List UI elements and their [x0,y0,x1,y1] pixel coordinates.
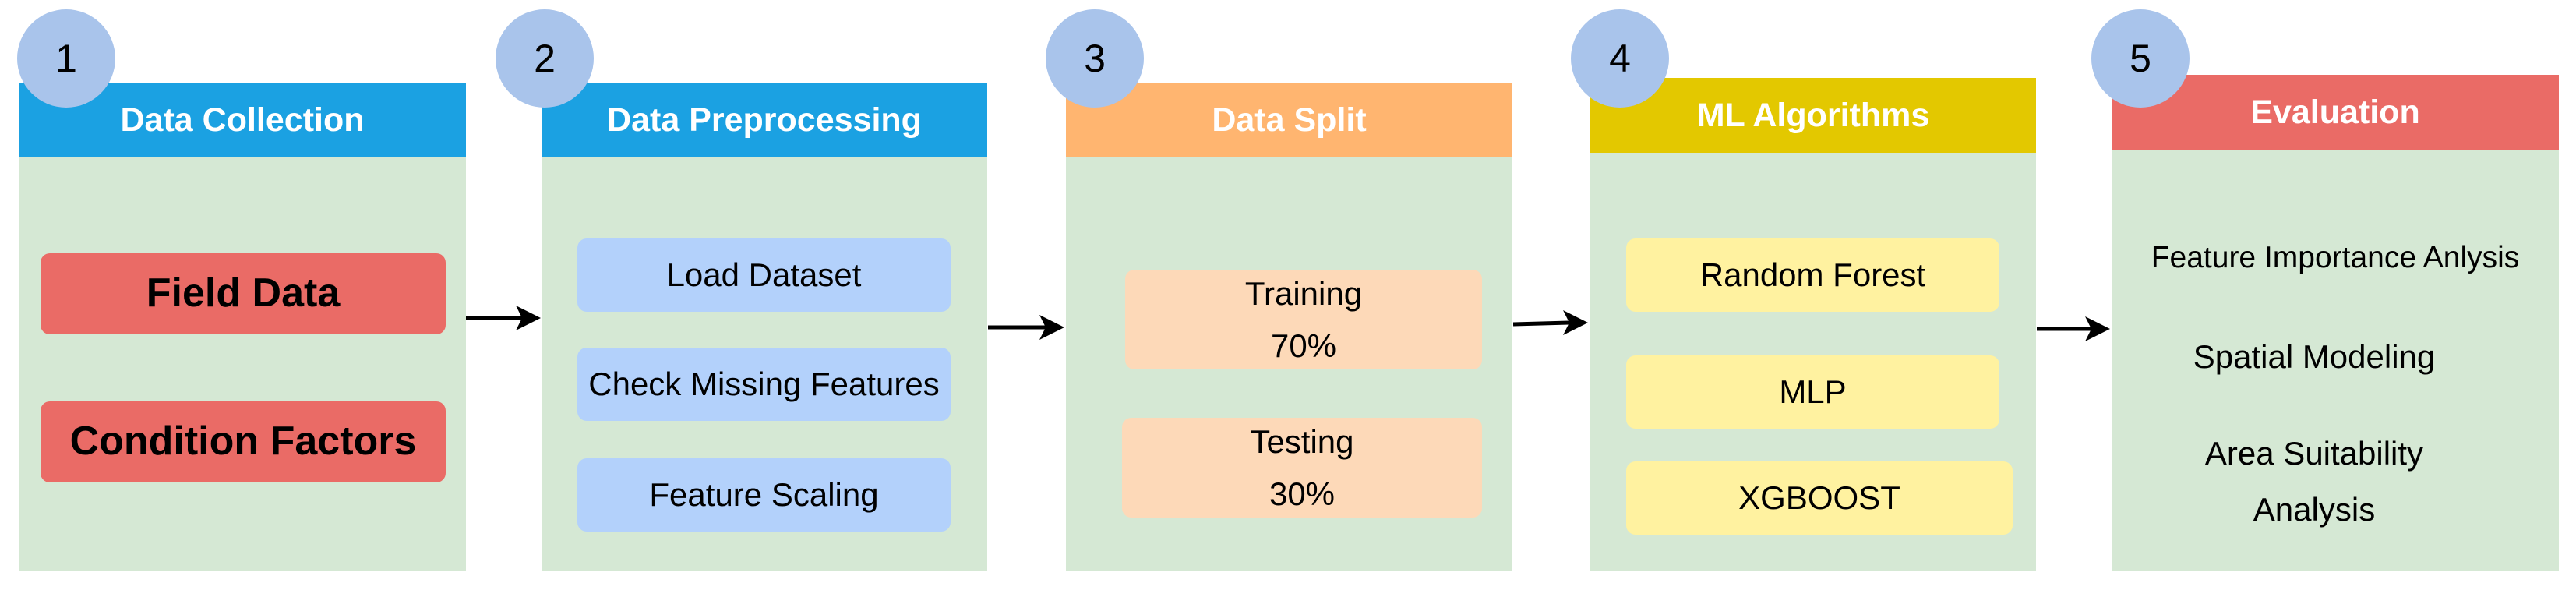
analysis-text: Analysis [2253,491,2376,528]
mlp-box: MLP [1626,355,1999,429]
testing-label: Testing [1250,422,1354,460]
stage-data-collection: Data Collection [19,83,466,571]
stage-header: Evaluation [2112,75,2559,150]
area-suitability-text: Area Suitability [2204,435,2424,472]
training-value: 70% [1270,327,1337,364]
stage-body [2112,150,2559,571]
step-badge-1: 1 [17,9,115,108]
stage-header: Data Split [1066,83,1512,157]
arrow-right-icon [1513,310,1588,335]
training-box: Training 70% [1125,270,1482,369]
step-badge-2: 2 [496,9,594,108]
step-badge-5: 5 [2091,9,2190,108]
step-badge-4: 4 [1571,9,1669,108]
arrow-right-icon [988,315,1064,340]
feature-importance-text: Feature Importance Anlysis [2151,241,2520,274]
stage-evaluation: Evaluation [2112,75,2559,571]
stage-header: Data Collection [19,83,466,157]
field-data-box: Field Data [41,253,446,334]
stage-header: Data Preprocessing [542,83,987,157]
arrow-right-icon [2037,316,2110,341]
stage-header: ML Algorithms [1590,78,2036,153]
feature-scaling-box: Feature Scaling [577,458,951,532]
xgboost-box: XGBOOST [1626,461,2013,535]
step-badge-3: 3 [1046,9,1144,108]
training-label: Training [1244,274,1363,312]
testing-value: 30% [1269,475,1336,512]
stage-body [19,157,466,571]
check-missing-features-box: Check Missing Features [577,348,951,421]
condition-factors-box: Condition Factors [41,401,446,482]
testing-box: Testing 30% [1122,418,1482,518]
load-dataset-box: Load Dataset [577,238,951,312]
spatial-modeling-text: Spatial Modeling [2193,338,2436,375]
arrow-right-icon [466,306,541,330]
random-forest-box: Random Forest [1626,238,1999,312]
